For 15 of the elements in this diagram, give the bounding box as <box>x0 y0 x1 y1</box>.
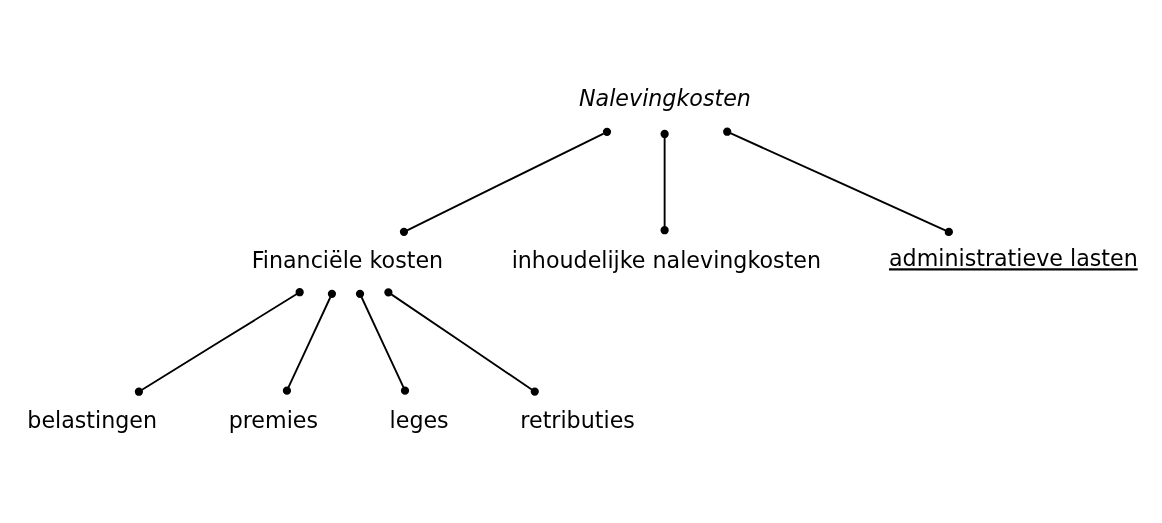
node-text: retributies <box>520 406 635 433</box>
node-text: Financiële kosten <box>251 246 444 273</box>
connector <box>723 127 953 236</box>
connector <box>399 127 612 236</box>
node-text: leges <box>389 406 449 433</box>
connector <box>134 287 304 396</box>
connector <box>384 287 539 396</box>
connector <box>660 129 669 234</box>
node-text: premies <box>228 406 319 433</box>
connector <box>355 289 410 395</box>
node-text: inhoudelijke nalevingkosten <box>511 246 822 273</box>
connector <box>282 289 337 395</box>
node-text: administratieve lasten <box>888 244 1138 271</box>
node-text: belastingen <box>27 406 158 433</box>
node-text: Nalevingkosten <box>579 84 751 111</box>
